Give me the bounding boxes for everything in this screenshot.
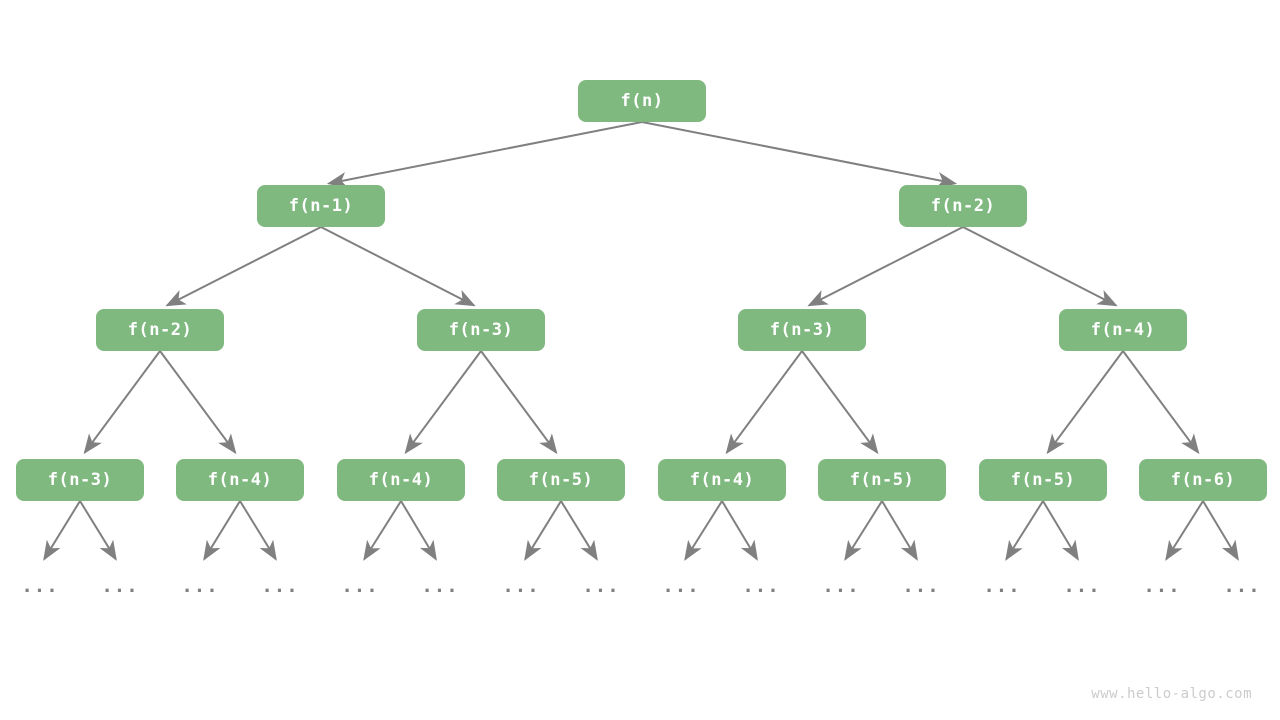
ellipsis-marker: ...	[502, 575, 540, 597]
tree-edge	[1005, 500, 1044, 561]
tree-edge	[560, 500, 598, 561]
tree-edge	[83, 350, 161, 455]
tree-edge	[363, 500, 402, 561]
ellipsis-marker: ...	[101, 575, 139, 597]
tree-edge	[404, 350, 482, 455]
tree-node[interactable]: f(n-5)	[979, 459, 1107, 501]
ellipsis-marker: ...	[822, 575, 860, 597]
tree-node[interactable]: f(n-5)	[818, 459, 946, 501]
tree-node[interactable]: f(n-4)	[176, 459, 304, 501]
tree-node[interactable]: f(n)	[578, 80, 706, 122]
tree-node[interactable]: f(n-3)	[738, 309, 866, 351]
tree-node[interactable]: f(n-3)	[417, 309, 545, 351]
tree-edge	[1042, 500, 1079, 561]
tree-node[interactable]: f(n-6)	[1139, 459, 1267, 501]
ellipsis-marker: ...	[582, 575, 620, 597]
tree-edge	[844, 500, 883, 561]
tree-edge	[1122, 350, 1200, 455]
tree-edge	[881, 500, 918, 561]
watermark: www.hello-algo.com	[1091, 686, 1252, 702]
tree-edge	[326, 121, 643, 188]
tree-edge	[480, 350, 558, 455]
ellipsis-marker: ...	[983, 575, 1021, 597]
tree-edge	[524, 500, 562, 561]
ellipsis-marker: ...	[742, 575, 780, 597]
tree-node[interactable]: f(n-2)	[899, 185, 1027, 227]
tree-edge	[1202, 500, 1239, 561]
ellipsis-marker: ...	[421, 575, 459, 597]
ellipsis-marker: ...	[662, 575, 700, 597]
tree-node[interactable]: f(n-3)	[16, 459, 144, 501]
tree-edge	[400, 500, 437, 561]
tree-edge	[641, 121, 958, 188]
tree-edge	[159, 350, 237, 455]
tree-node[interactable]: f(n-4)	[658, 459, 786, 501]
tree-edge	[203, 500, 241, 561]
tree-edge	[43, 500, 81, 561]
tree-edge	[684, 500, 723, 561]
ellipsis-marker: ...	[261, 575, 299, 597]
tree-node[interactable]: f(n-4)	[337, 459, 465, 501]
tree-edge	[801, 350, 879, 455]
ellipsis-marker: ...	[341, 575, 379, 597]
ellipsis-marker: ...	[1143, 575, 1181, 597]
tree-edge	[725, 350, 803, 455]
ellipsis-marker: ...	[1223, 575, 1261, 597]
tree-edge	[1165, 500, 1204, 561]
tree-node[interactable]: f(n-4)	[1059, 309, 1187, 351]
tree-node[interactable]: f(n-5)	[497, 459, 625, 501]
ellipsis-marker: ...	[902, 575, 940, 597]
tree-edge	[807, 226, 964, 307]
tree-edge	[1046, 350, 1124, 455]
ellipsis-marker: ...	[181, 575, 219, 597]
ellipsis-marker: ...	[1063, 575, 1101, 597]
tree-edge	[721, 500, 758, 561]
tree-edge	[165, 226, 322, 307]
tree-edge	[320, 226, 476, 307]
tree-edge	[239, 500, 277, 561]
tree-edge	[962, 226, 1118, 307]
ellipsis-marker: ...	[21, 575, 59, 597]
tree-node[interactable]: f(n-1)	[257, 185, 385, 227]
tree-edge	[79, 500, 117, 561]
tree-node[interactable]: f(n-2)	[96, 309, 224, 351]
